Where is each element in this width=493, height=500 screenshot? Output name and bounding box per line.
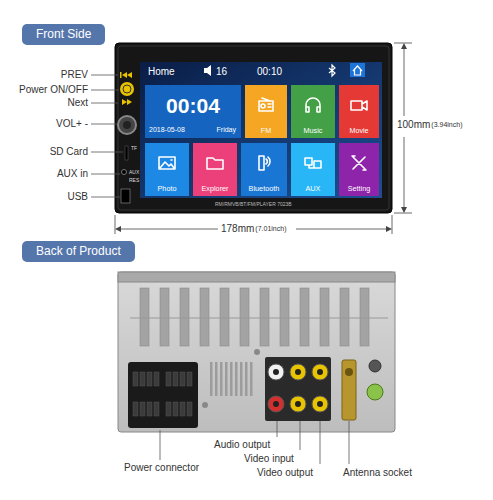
app-tile: FM	[245, 85, 287, 138]
node-text: 00:04	[145, 94, 241, 117]
node-text: Friday	[217, 126, 236, 134]
leader-lines	[91, 75, 123, 197]
button-column	[118, 72, 136, 203]
rca-block	[265, 357, 331, 421]
vent-slots	[210, 362, 253, 396]
heat-fins	[130, 288, 388, 346]
leader-lines	[160, 421, 349, 464]
dimension-lines	[115, 43, 412, 234]
dimension-text: 100mm	[397, 119, 430, 131]
node-text: 00:10	[257, 66, 282, 77]
node-text: 2018-05-08	[149, 126, 185, 134]
bluetooth-icon	[329, 65, 335, 76]
part-label: Power connector	[124, 462, 199, 474]
part-label: PREV	[61, 69, 88, 81]
part-label: USB	[67, 191, 88, 203]
app-tile: Movie	[339, 85, 379, 138]
button-text: AUX	[129, 170, 139, 176]
bezel-rim	[118, 46, 389, 210]
device-bezel	[115, 43, 392, 213]
part-label: Power ON/OFF	[19, 84, 88, 96]
app-icon	[347, 151, 371, 175]
node-text: Music	[291, 127, 335, 135]
node-text: Home	[148, 66, 175, 77]
dimension-text: (7.01inch)	[255, 225, 286, 233]
node-text: AUX	[291, 185, 335, 193]
app-icon	[203, 151, 227, 175]
node-text: Movie	[339, 127, 379, 135]
node-text: Bluetooth	[241, 185, 287, 193]
app-tile: Bluetooth	[241, 143, 287, 196]
node-text: Photo	[145, 185, 189, 193]
node-text: 16	[216, 66, 227, 77]
part-label: Antenna socket	[343, 467, 412, 479]
app-tile: Setting	[339, 143, 379, 196]
housing-rim	[118, 272, 395, 282]
fuse-cap	[367, 384, 383, 400]
dimension-text: 178mm	[221, 223, 254, 235]
section-badge: Front Side	[22, 24, 105, 45]
home-button	[350, 63, 365, 77]
screw	[254, 349, 260, 355]
node-text: FM	[245, 127, 287, 135]
node-text: Explorer	[193, 185, 237, 193]
app-tile: AUX	[291, 143, 335, 196]
app-icon	[347, 93, 371, 117]
part-label: Next	[67, 97, 88, 109]
rca-jacks	[268, 364, 328, 412]
clock-tile: 00:04 2018-05-08 Friday	[145, 85, 241, 138]
app-tile: Explorer	[193, 143, 237, 196]
model-text: RM/RMVB/BT/FM/PLAYER 7023B	[215, 202, 292, 208]
part-label: AUX in	[57, 168, 88, 180]
section-badge: Back of Product	[22, 241, 135, 262]
part-label: VOL+ -	[56, 118, 88, 130]
connector-pins	[133, 372, 192, 416]
button-text: TF	[131, 146, 137, 152]
ground-post	[369, 360, 381, 372]
app-icon	[301, 93, 325, 117]
node-text: Setting	[339, 185, 379, 193]
speaker-icon	[204, 65, 211, 76]
home-icon	[353, 66, 362, 75]
node-text: Front Side	[36, 28, 91, 41]
part-label: Video output	[257, 467, 313, 479]
button-text: RES	[129, 178, 139, 184]
app-icon	[254, 93, 278, 117]
antenna-socket	[342, 360, 356, 420]
app-icon	[155, 151, 179, 175]
rear-housing	[118, 272, 395, 432]
app-tile: Music	[291, 85, 335, 138]
app-icon	[252, 151, 276, 175]
dimension-text: (3.94inch)	[431, 121, 462, 129]
part-label: SD Card	[50, 146, 88, 158]
power-connector	[128, 362, 198, 428]
node-text: Back of Product	[36, 245, 121, 258]
app-tile: Photo	[145, 143, 189, 196]
part-label: Video input	[244, 453, 294, 465]
part-label: Audio output	[214, 439, 270, 451]
screen-area: Home 16 00:10 00:04 2018-05-08 Friday FM Music M…	[140, 62, 382, 198]
screw	[202, 402, 208, 408]
app-icon	[301, 151, 325, 175]
screen	[140, 62, 382, 198]
